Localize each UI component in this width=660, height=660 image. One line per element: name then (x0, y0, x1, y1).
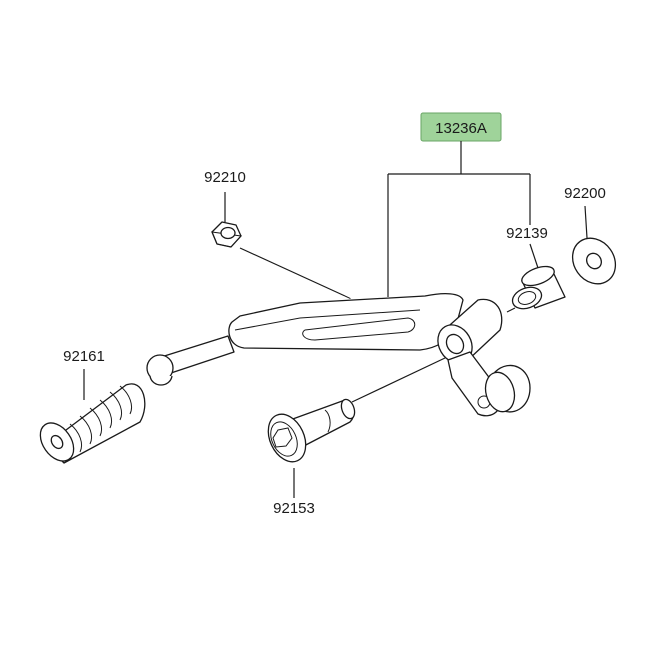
assembly-bracket (387, 141, 531, 297)
washer-icon[interactable] (564, 230, 624, 292)
bushing-icon[interactable] (509, 263, 566, 313)
bolt-label[interactable]: 92153 (273, 500, 315, 517)
nut-label[interactable]: 92210 (204, 169, 246, 186)
assembly-label[interactable]: 13236A (435, 120, 487, 137)
bushing-label[interactable]: 92139 (506, 225, 548, 242)
shift-lever-icon[interactable] (146, 293, 531, 417)
footpeg-rubber-icon[interactable] (33, 383, 146, 467)
bolt-icon[interactable] (261, 398, 357, 468)
washer-label[interactable]: 92200 (564, 185, 606, 202)
hex-nut-icon[interactable] (211, 221, 243, 248)
footpeg-rubber-label[interactable]: 92161 (63, 348, 105, 365)
